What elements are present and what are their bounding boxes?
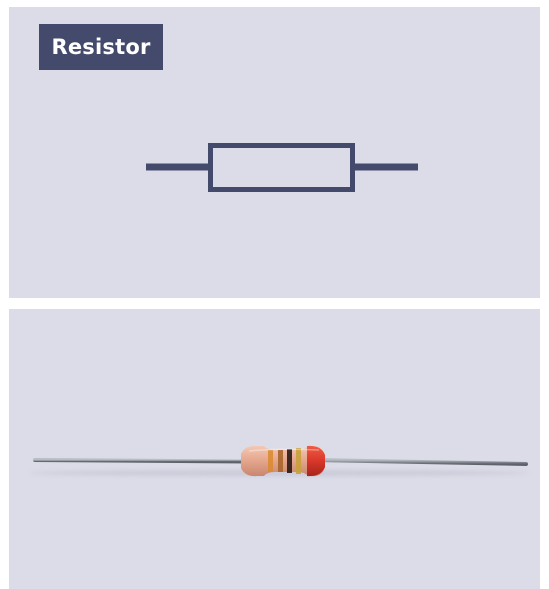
band-5 xyxy=(307,445,325,477)
resistor-body xyxy=(241,445,325,477)
band-3 xyxy=(287,449,292,473)
band-1 xyxy=(268,450,273,472)
resistor-symbol-icon xyxy=(146,143,418,192)
resistor-photo xyxy=(29,445,529,477)
band-2 xyxy=(278,450,283,472)
band-4 xyxy=(296,448,301,474)
symbol-panel: Resistor xyxy=(9,7,540,298)
wire-right xyxy=(312,458,528,466)
title-badge: Resistor xyxy=(39,24,163,70)
photo-panel xyxy=(9,309,540,589)
wire-left xyxy=(33,458,249,464)
symbol-body xyxy=(208,143,355,192)
